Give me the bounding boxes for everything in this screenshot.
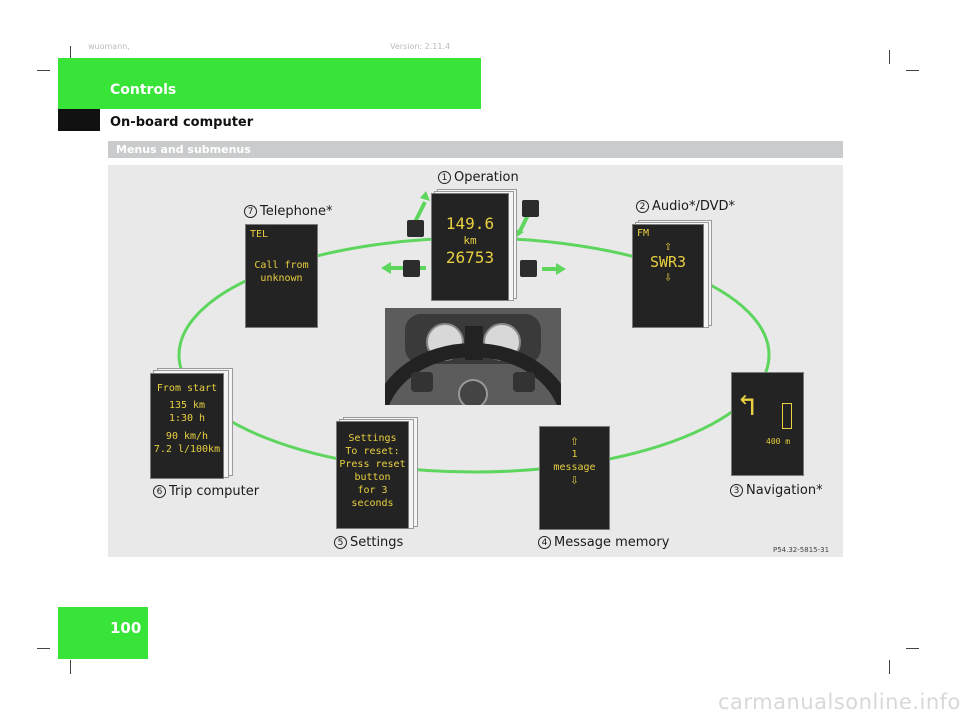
figure-caption-bar: Menus and submenus <box>108 141 843 158</box>
telephone-label-text: Telephone* <box>260 204 333 219</box>
print-meta-left: wuomann, <box>88 42 130 51</box>
trim-mark <box>906 648 919 649</box>
operation-lcd: 149.6 km 26753 <box>431 193 509 301</box>
page-forward-icon <box>520 260 537 277</box>
trim-mark <box>70 660 71 674</box>
telephone-lcd: TEL Call from unknown <box>245 224 318 328</box>
trim-mark <box>37 648 50 649</box>
message-label-text: Message memory <box>554 535 670 550</box>
trim-mark <box>906 70 919 71</box>
button-down-icon <box>522 200 539 217</box>
watermark: carmanualsonline.info <box>718 690 960 714</box>
lcd-line: To reset: <box>345 446 400 457</box>
lcd-line: 135 km <box>168 400 206 411</box>
trip-meter-value: 149.6 <box>445 214 495 233</box>
trim-mark <box>889 660 890 674</box>
lcd-line: From start <box>156 383 218 394</box>
lcd-line: TEL <box>250 229 269 240</box>
callout-number: 7 <box>244 205 257 218</box>
trip-meter-unit: km <box>463 234 477 247</box>
trip-label-text: Trip computer <box>169 484 260 499</box>
arrow-up-icon: ⇧ <box>570 433 579 449</box>
callout-number: 1 <box>438 171 451 184</box>
arrow-down-icon: ⇩ <box>570 472 579 488</box>
lcd-line: seconds <box>351 498 394 509</box>
button-up-icon <box>407 220 424 237</box>
turn-distance: 400 m <box>766 437 791 446</box>
settings-label-text: Settings <box>350 535 404 550</box>
callout-number: 5 <box>334 536 347 549</box>
turn-left-icon: ↰ <box>738 388 757 423</box>
lcd-line: 90 km/h <box>165 431 209 442</box>
radio-station: SWR3 <box>649 253 687 271</box>
trim-mark <box>70 46 71 60</box>
page-number-block: 100 <box>58 607 148 659</box>
lcd-line: Press reset <box>339 459 406 470</box>
message-text: message <box>553 462 596 473</box>
lcd-line: button <box>354 472 391 483</box>
message-lcd: ⇧ 1 message ⇩ <box>539 426 610 530</box>
page-back-icon <box>403 260 420 277</box>
print-meta-right: Version: 2.11.4 <box>390 42 451 51</box>
operation-display-stack: 149.6 km 26753 <box>431 189 517 301</box>
callout-number: 2 <box>636 200 649 213</box>
lcd-line: 7.2 l/100km <box>153 444 221 455</box>
audio-label-text: Audio*/DVD* <box>652 199 736 214</box>
figure-code: P54.32-5815-31 <box>773 546 830 554</box>
settings-lcd: Settings To reset: Press reset button fo… <box>336 421 409 529</box>
lcd-line: for 3 <box>357 485 388 496</box>
audio-lcd: FM ⇧ SWR3 ⇩ <box>632 224 704 328</box>
callout-number: 3 <box>730 484 743 497</box>
arrow-up-icon: ⇧ <box>664 239 672 254</box>
settings-display-stack: Settings To reset: Press reset button fo… <box>336 417 418 529</box>
subsection-title: On-board computer <box>110 115 254 130</box>
header-tab-block <box>58 109 100 131</box>
trim-mark <box>37 70 50 71</box>
distance-bar-icon <box>782 403 792 429</box>
lcd-line: unknown <box>260 273 303 284</box>
trim-mark <box>889 50 890 64</box>
operation-label-text: Operation <box>454 170 519 185</box>
trip-display-stack: From start 135 km 1:30 h 90 km/h 7.2 l/1… <box>150 368 233 480</box>
lcd-line: Settings <box>348 433 397 444</box>
message-count: 1 <box>571 449 578 460</box>
arrow-down-icon: ⇩ <box>664 270 672 285</box>
section-header-bar: Controls <box>58 58 481 109</box>
page-number: 100 <box>110 619 142 637</box>
callout-number: 4 <box>538 536 551 549</box>
lcd-line: Call from <box>254 260 309 271</box>
odometer-value: 26753 <box>445 248 495 267</box>
audio-display-stack: FM ⇧ SWR3 ⇩ <box>632 220 712 330</box>
navigation-lcd: ↰ 400 m <box>731 372 804 476</box>
lcd-line: 1:30 h <box>168 413 206 424</box>
callout-number: 6 <box>153 485 166 498</box>
radio-band: FM <box>637 228 650 239</box>
steering-wheel-photo <box>385 308 561 405</box>
trip-lcd: From start 135 km 1:30 h 90 km/h 7.2 l/1… <box>150 373 224 479</box>
navigation-label-text: Navigation* <box>746 483 823 498</box>
section-title: Controls <box>110 82 177 98</box>
